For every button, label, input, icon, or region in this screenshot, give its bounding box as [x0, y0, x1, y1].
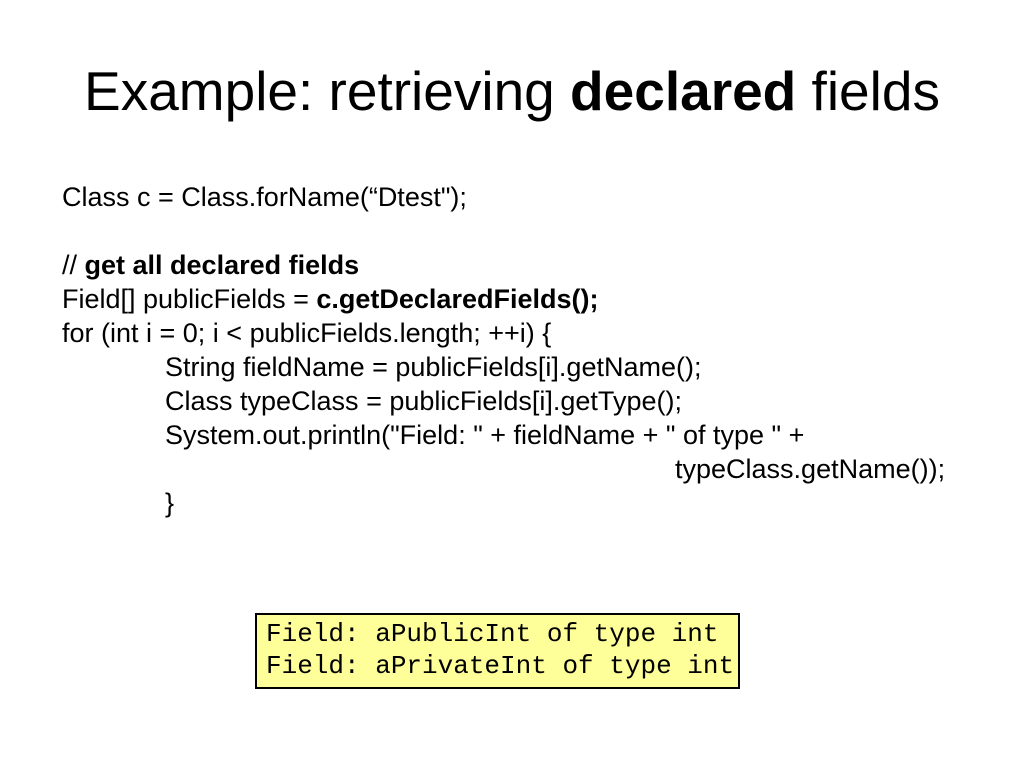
code-line: Field[] publicFields = c.getDeclaredFiel… — [62, 282, 945, 316]
slide-title: Example: retrieving declared fields — [0, 64, 1024, 119]
output-box: Field: aPublicInt of type int Field: aPr… — [255, 613, 740, 689]
code-line: String fieldName = publicFields[i].getNa… — [165, 350, 945, 384]
code-segment: } — [165, 488, 175, 518]
code-segment: for (int i = 0; i < publicFields.length;… — [62, 318, 552, 348]
code-line: System.out.println("Field: " + fieldName… — [165, 418, 945, 452]
code-segment: typeClass.getName()); — [675, 454, 946, 484]
title-segment: Example: retrieving — [84, 60, 571, 122]
code-line-blank — [62, 214, 945, 248]
output-line: Field: aPublicInt of type int — [266, 619, 719, 649]
code-segment: Class typeClass = publicFields[i].getTyp… — [165, 386, 682, 416]
code-line: // get all declared fields — [62, 248, 945, 282]
code-segment-bold: get all declared fields — [84, 250, 360, 280]
code-segment: Class c = Class.forName(“Dtest"); — [62, 182, 467, 212]
output-line: Field: aPrivateInt of type int — [266, 651, 735, 681]
code-segment: Field[] publicFields = — [62, 284, 317, 314]
title-segment: fields — [796, 60, 940, 122]
code-segment: // — [62, 250, 85, 280]
code-line: } — [165, 486, 945, 520]
code-block: Class c = Class.forName(“Dtest"); // get… — [62, 180, 945, 520]
code-segment: String fieldName = publicFields[i].getNa… — [165, 352, 702, 382]
code-segment: System.out.println("Field: " + fieldName… — [165, 420, 805, 450]
code-segment-bold: c.getDeclaredFields(); — [316, 284, 599, 314]
code-line: Class typeClass = publicFields[i].getTyp… — [165, 384, 945, 418]
code-line: for (int i = 0; i < publicFields.length;… — [62, 316, 945, 350]
title-segment-bold: declared — [570, 60, 797, 122]
code-line: typeClass.getName()); — [675, 452, 945, 486]
code-line: Class c = Class.forName(“Dtest"); — [62, 180, 945, 214]
